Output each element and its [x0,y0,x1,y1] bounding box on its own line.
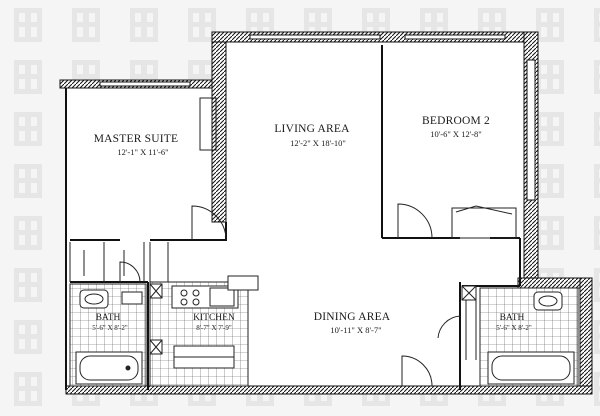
master-suite-name: MASTER SUITE [94,133,179,145]
dining-area-dims: 10'-11" X 8'-7" [330,325,381,335]
bath-right [461,285,579,387]
room-labels: MASTER SUITE 12'-1" X 11'-6" LIVING AREA… [92,115,532,335]
bedroom-2-dims: 10'-6" X 12'-8" [430,129,482,139]
bedroom-2-name: BEDROOM 2 [422,115,490,127]
windows [99,34,536,201]
living-area-dims: 12'-2" X 18'-10" [290,138,346,148]
bath-left [69,283,163,387]
master-suite-dims: 12'-1" X 11'-6" [117,147,168,157]
bath-left-dims: 5'-6" X 8'-2" [92,324,128,332]
doors [119,203,461,387]
kitchen-name: KITCHEN [193,313,235,323]
bath-right-dims: 5'-6" X 8'-2" [496,324,532,332]
living-area-name: LIVING AREA [274,123,350,135]
dining-area-name: DINING AREA [314,311,391,323]
bath-right-name: BATH [500,313,525,323]
kitchen [149,275,259,387]
kitchen-dims: 8'-7" X 7'-9" [196,324,232,332]
closets [69,97,517,282]
bath-left-name: BATH [96,313,121,323]
